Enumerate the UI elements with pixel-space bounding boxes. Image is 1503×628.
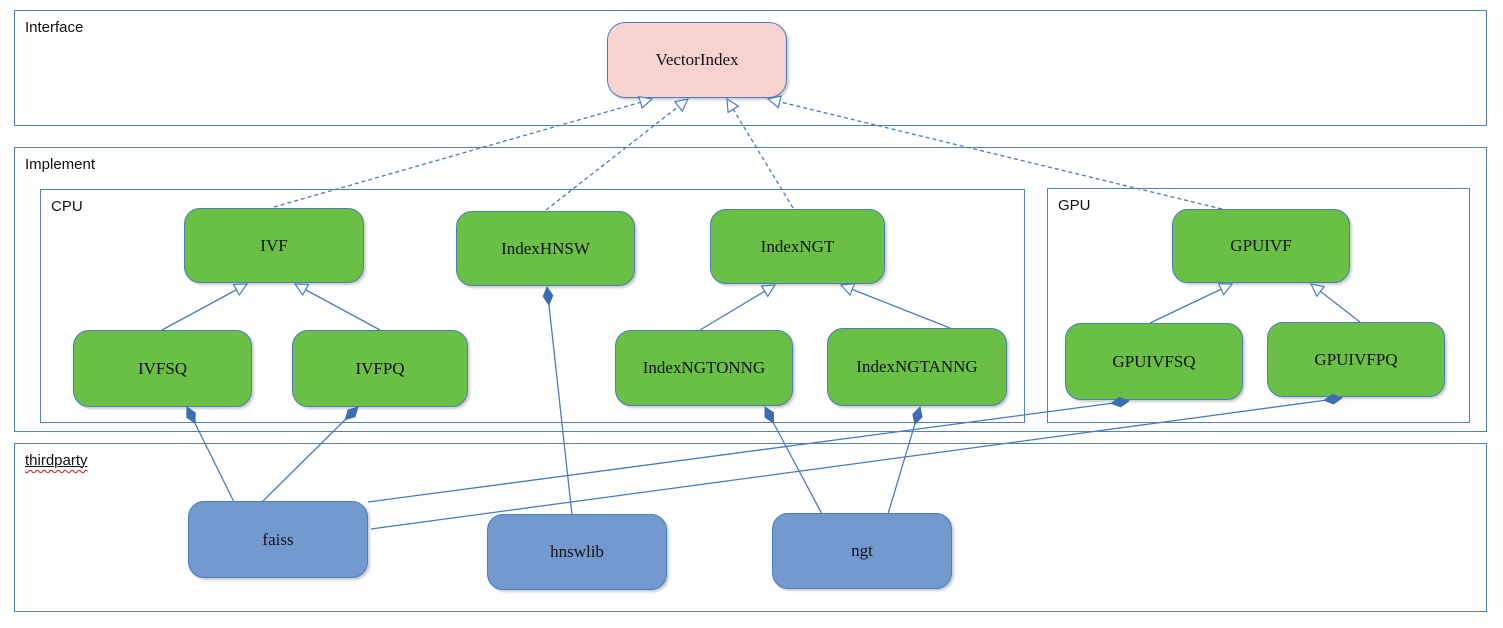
node-hnswlib-label: hnswlib [550,542,604,561]
node-ivf-label: IVF [260,235,288,255]
node-indexngt: IndexNGT [710,209,885,284]
node-ngt: ngt [772,513,952,589]
node-ivf: IVF [184,208,364,283]
implement-label: Implement [25,156,96,173]
thirdparty-label: thirdparty [25,452,88,469]
interface-label: Interface [25,19,84,36]
node-faiss: faiss [188,501,368,578]
node-indexngt-label: IndexNGT [760,236,835,256]
node-indexngtanng: IndexNGTANNG [827,328,1007,406]
node-ivfpq-label: IVFPQ [355,358,405,378]
node-vectorindex-label: VectorIndex [655,50,739,69]
node-vectorindex: VectorIndex [607,22,787,98]
node-hnswlib: hnswlib [487,514,667,590]
node-indexngtanng-label: IndexNGTANNG [856,357,978,376]
node-faiss-label: faiss [262,529,294,549]
node-ivfpq: IVFPQ [292,330,468,407]
cpu-label: CPU [51,198,83,215]
node-gpuivfpq-label: GPUIVFPQ [1314,349,1398,369]
node-indexhnsw-label: IndexHNSW [501,238,590,258]
node-ngt-label: ngt [851,541,873,560]
node-ivfsq: IVFSQ [73,330,252,407]
node-indexngtonng-label: IndexNGTONNG [642,358,766,377]
node-indexngtonng: IndexNGTONNG [615,330,793,406]
node-gpuivf: GPUIVF [1172,209,1350,283]
node-ivfsq-label: IVFSQ [137,358,188,378]
node-gpuivf-label: GPUIVF [1230,236,1292,255]
node-gpuivfpq: GPUIVFPQ [1267,322,1445,397]
node-indexhnsw: IndexHNSW [456,211,635,286]
node-gpuivfsq: GPUIVFSQ [1065,323,1243,400]
node-gpuivfsq-label: GPUIVFSQ [1112,351,1196,371]
gpu-label: GPU [1058,197,1091,214]
